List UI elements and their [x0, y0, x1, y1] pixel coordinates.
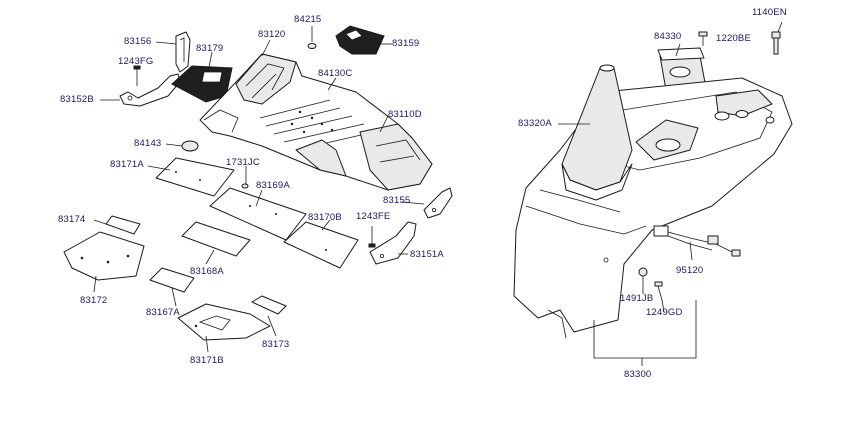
label-84143: 84143 [134, 138, 162, 149]
pad-83171a [155, 157, 235, 197]
screw-1220be [698, 31, 708, 46]
label-1140en: 1140EN [752, 7, 787, 18]
bracket-83155 [423, 187, 453, 219]
floor-pan-84130c [199, 53, 433, 191]
bolt-1140en [771, 31, 781, 55]
label-83152b: 83152B [60, 94, 94, 105]
label-83173: 83173 [262, 339, 290, 350]
label-83120: 83120 [258, 29, 286, 40]
label-83320a: 83320A [518, 118, 552, 129]
label-83171a: 83171A [110, 159, 144, 170]
label-83151a: 83151A [410, 249, 444, 260]
clip-1491jb [638, 267, 648, 282]
leader-lines [93, 21, 783, 366]
label-83155: 83155 [383, 195, 411, 206]
pad-83167a [149, 267, 195, 293]
bracket-83152b [119, 73, 181, 107]
pad-83169a [209, 187, 307, 241]
shift-boot-83320a [561, 64, 633, 201]
bracket-83156 [175, 31, 191, 73]
screw-1249gd [654, 281, 663, 301]
label-83174: 83174 [58, 214, 86, 225]
label-1243fg: 1243FG [118, 56, 154, 67]
label-83300: 83300 [624, 369, 652, 380]
plug-84215 [307, 26, 317, 49]
bolt-1243fe [368, 226, 376, 248]
mat-83179 [171, 65, 233, 103]
label-83169a: 83169A [256, 180, 290, 191]
label-95120: 95120 [676, 265, 704, 276]
mat-83159 [335, 25, 385, 55]
label-83168a: 83168A [190, 266, 224, 277]
label-83170b: 83170B [308, 212, 342, 223]
label-84330: 84330 [654, 31, 682, 42]
pad-83171b [177, 303, 271, 341]
label-84130c: 84130C [318, 68, 353, 79]
label-1249gd: 1249GD [646, 307, 683, 318]
pad-83170b [283, 221, 359, 269]
plug-84143 [181, 140, 199, 152]
label-83156: 83156 [124, 36, 152, 47]
label-83110d: 83110D [388, 109, 422, 120]
pad-83168a [181, 221, 251, 257]
label-83172: 83172 [80, 295, 108, 306]
bracket-83151a [369, 221, 417, 265]
label-1243fe: 1243FE [356, 211, 391, 222]
cup-holder-84330 [657, 47, 707, 91]
screw-1243fg [133, 65, 141, 86]
pad-83173 [251, 295, 287, 315]
label-83179: 83179 [196, 43, 224, 54]
label-83167a: 83167A [146, 307, 180, 318]
label-83171b: 83171B [190, 355, 224, 366]
label-1491jb: 1491JB [620, 293, 654, 304]
label-1220be: 1220BE [716, 33, 752, 44]
label-84215: 84215 [294, 14, 322, 25]
label-83159: 83159 [392, 38, 420, 49]
wiring-95120 [653, 225, 741, 257]
pad-83172 [63, 231, 145, 281]
clip-1731jc [241, 183, 249, 189]
label-1731jc: 1731JC [226, 157, 260, 168]
pad-83174 [105, 215, 141, 235]
